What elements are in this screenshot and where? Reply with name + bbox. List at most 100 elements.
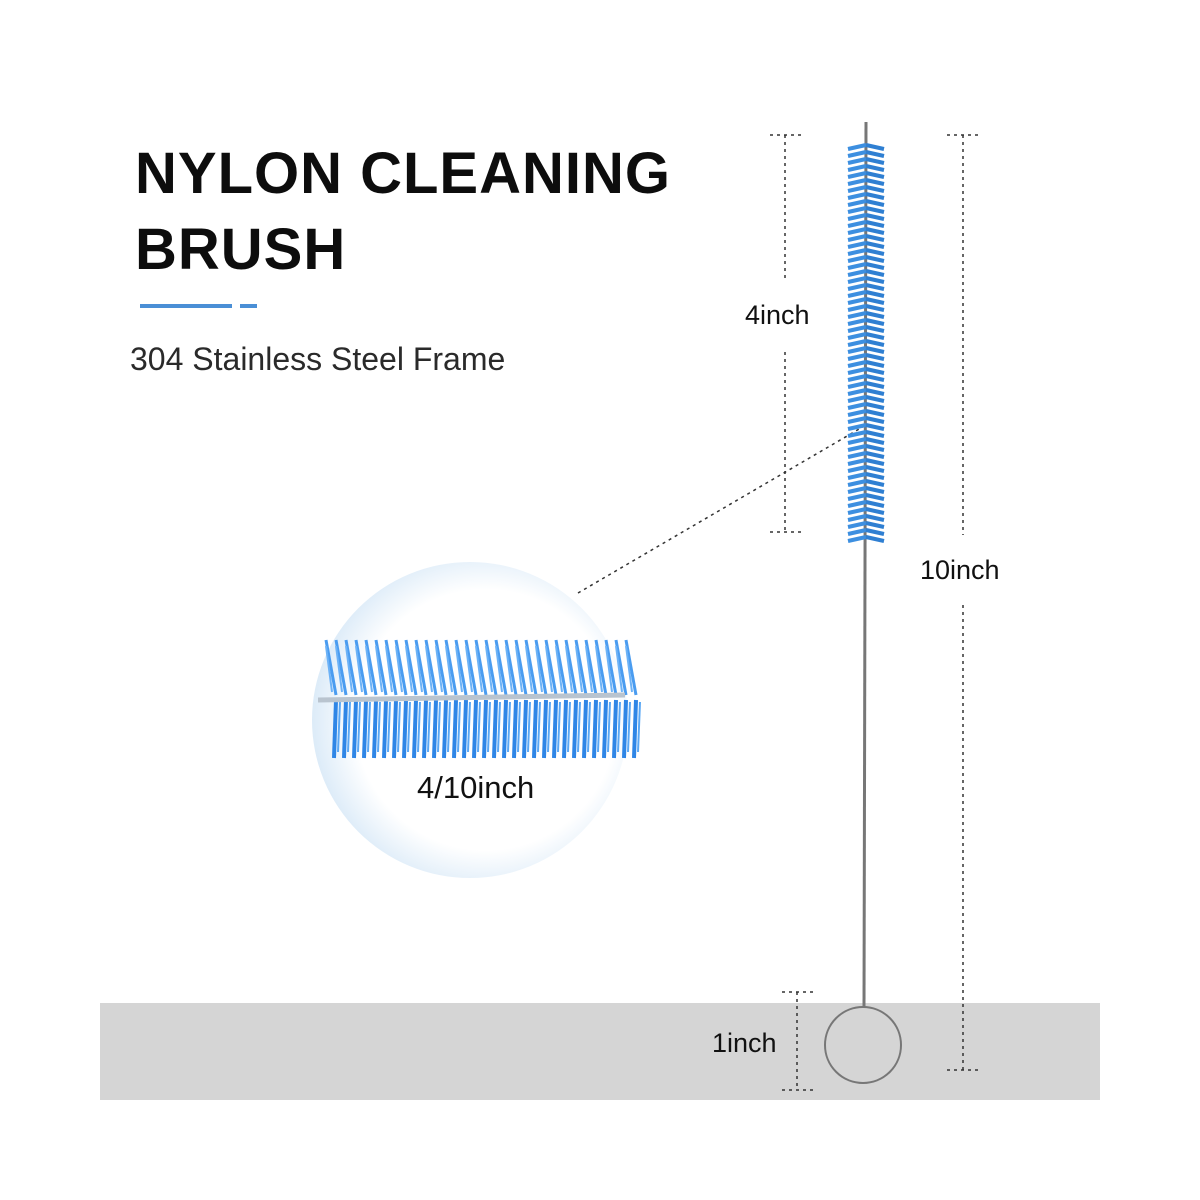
bristle	[847, 430, 867, 438]
bristle	[865, 332, 885, 340]
bristle	[412, 699, 418, 759]
bristle	[847, 297, 867, 305]
bristle	[847, 374, 867, 382]
bristle	[587, 701, 591, 753]
bristle	[394, 639, 408, 696]
bristle	[552, 699, 558, 759]
bristle	[427, 701, 431, 753]
bristle	[865, 220, 885, 228]
bristle	[625, 645, 633, 693]
bristle	[865, 507, 885, 515]
bristle	[535, 645, 543, 693]
bristle	[865, 192, 885, 200]
bristle	[604, 639, 618, 696]
bristle	[847, 332, 867, 340]
bristle	[357, 701, 361, 753]
bristle	[364, 639, 378, 696]
product-title: NYLON CLEANING BRUSH	[135, 136, 671, 288]
bristle	[865, 346, 885, 354]
bristle	[605, 645, 613, 693]
bristle	[617, 701, 621, 753]
bristle	[865, 360, 885, 368]
bristle	[624, 639, 638, 696]
bristle	[467, 701, 471, 753]
bristle	[425, 645, 433, 693]
bristle	[435, 645, 443, 693]
bristle	[365, 645, 373, 693]
bristle	[577, 701, 581, 753]
bristle	[432, 699, 438, 759]
bristle	[847, 164, 867, 172]
bristle	[865, 297, 885, 305]
bristle	[397, 701, 401, 753]
bristle	[384, 639, 398, 696]
label-1inch: 1inch	[712, 1028, 777, 1058]
zoom-leader-line	[577, 424, 867, 594]
bristle	[585, 645, 593, 693]
bristle	[847, 423, 867, 431]
bristle	[847, 507, 867, 515]
bristle	[847, 479, 867, 487]
bristle	[847, 213, 867, 221]
bristle	[865, 367, 885, 375]
bristle	[595, 645, 603, 693]
bristle	[847, 444, 867, 452]
bristle	[865, 325, 885, 333]
bristle	[847, 262, 867, 270]
bristle	[865, 416, 885, 424]
bristle	[387, 701, 391, 753]
bristle	[865, 423, 885, 431]
bristle	[637, 701, 641, 753]
bristle	[847, 199, 867, 207]
bristle	[464, 639, 478, 696]
bristle	[865, 493, 885, 501]
bristle	[847, 360, 867, 368]
bristle	[507, 701, 511, 753]
bristle	[615, 645, 623, 693]
bristle	[847, 157, 867, 165]
bristle	[402, 699, 408, 759]
product-subtitle: 304 Stainless Steel Frame	[130, 341, 506, 377]
bristle	[565, 645, 573, 693]
brush-head-bristles	[847, 143, 885, 543]
bristle	[572, 699, 578, 759]
bristle	[847, 283, 867, 291]
bristle	[847, 220, 867, 228]
label-bristle-diameter: 4/10inch	[417, 770, 535, 805]
bristle	[335, 645, 343, 693]
bristle	[332, 699, 338, 759]
bristle	[497, 701, 501, 753]
hanging-loop	[824, 1006, 902, 1084]
bristle	[627, 701, 631, 753]
bristle	[847, 437, 867, 445]
bristle	[607, 701, 611, 753]
bristle	[865, 206, 885, 214]
title-line-1: NYLON CLEANING	[135, 141, 671, 206]
bristle	[865, 150, 885, 158]
bristle	[362, 699, 368, 759]
bristle	[847, 353, 867, 361]
bristle	[424, 639, 438, 696]
bristle	[865, 164, 885, 172]
bristle	[445, 645, 453, 693]
bristle	[622, 699, 628, 759]
bristle	[847, 486, 867, 494]
bottom-gray-band	[100, 1003, 1100, 1100]
bristle	[465, 645, 473, 693]
bristle	[375, 645, 383, 693]
bristle	[542, 699, 548, 759]
bristle	[455, 645, 463, 693]
bristle	[337, 701, 341, 753]
bristle	[344, 639, 358, 696]
bristle	[582, 699, 588, 759]
bristle	[504, 639, 518, 696]
bristle	[865, 283, 885, 291]
bristle	[865, 353, 885, 361]
bristle	[847, 451, 867, 459]
bristle	[515, 645, 523, 693]
bristle	[374, 639, 388, 696]
bristle	[847, 472, 867, 480]
bristle	[847, 388, 867, 396]
bristle	[847, 367, 867, 375]
bristle	[865, 430, 885, 438]
